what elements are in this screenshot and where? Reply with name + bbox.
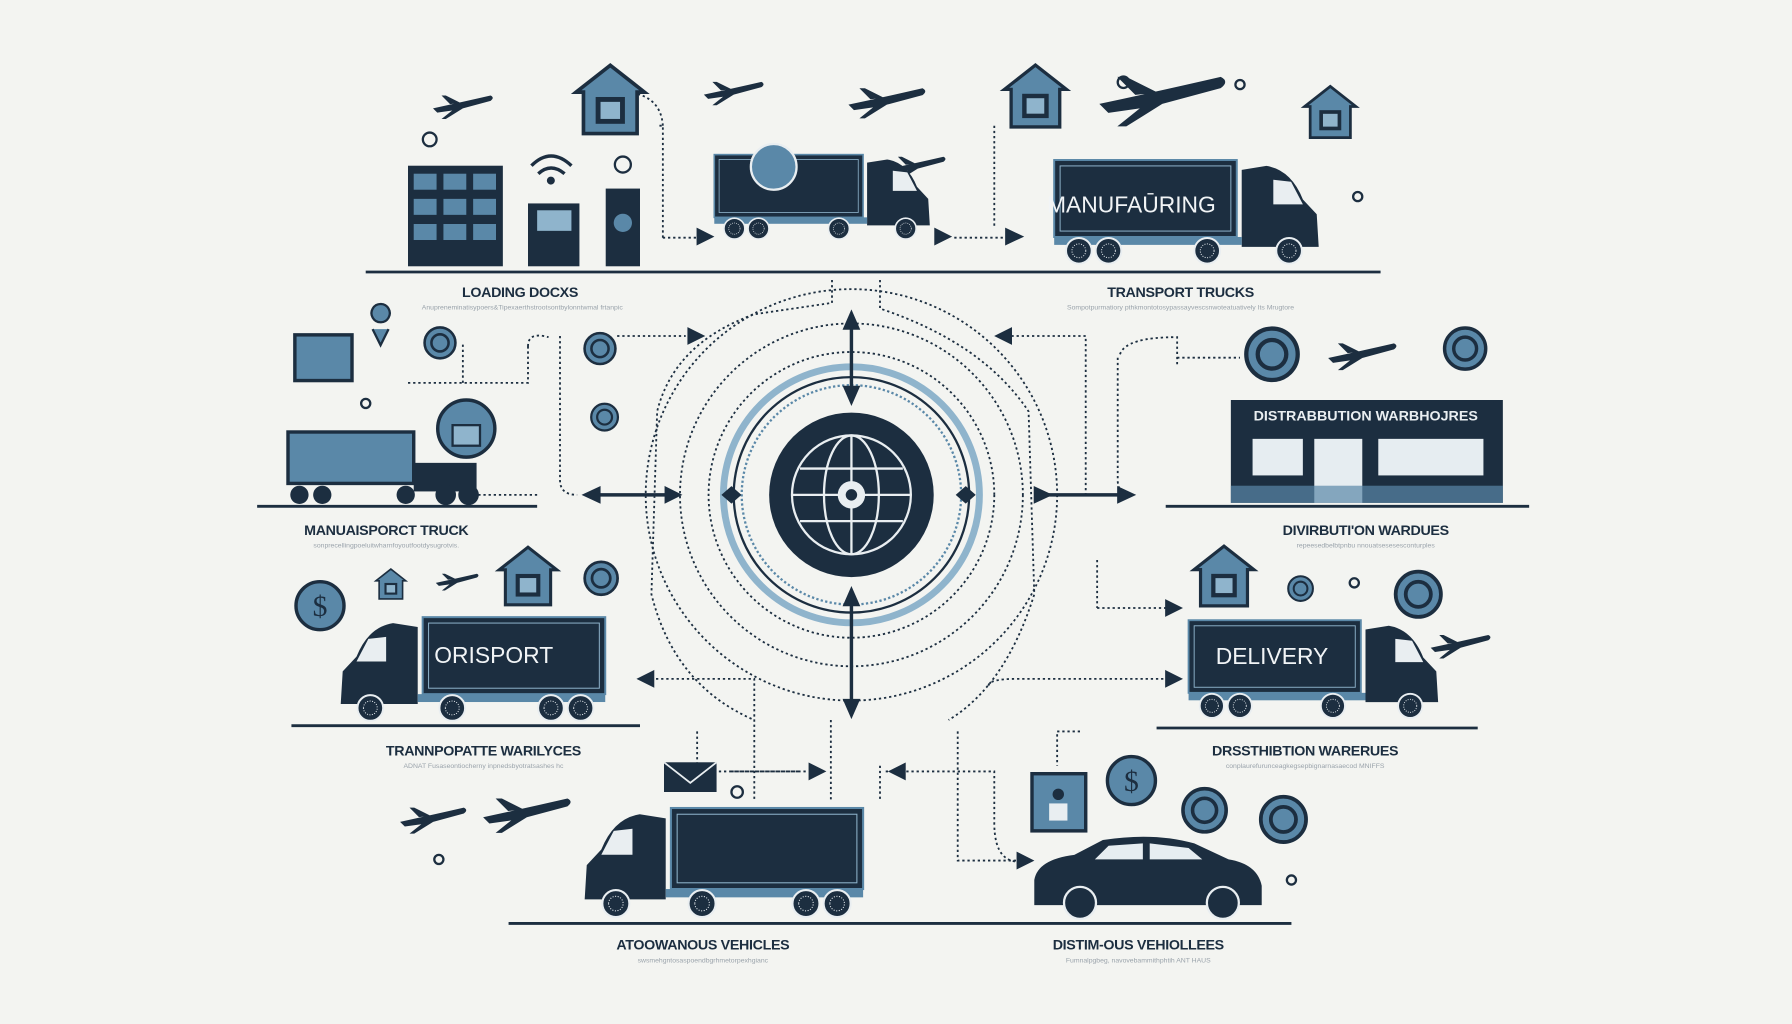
label-distinct-vehicles: DISTIM-OUS VEHIOLLEES [1053, 938, 1224, 954]
transport-truck [713, 142, 932, 241]
warehouse-icon [1002, 63, 1069, 129]
orisport-truck [339, 616, 607, 722]
badge-icon [1181, 786, 1229, 834]
warehouse-icon [497, 545, 559, 607]
label-loading-docks: LOADING DOCXS [462, 285, 578, 301]
section-labels: LOADING DOCXS Anupreneminatisypoers&Tipe… [304, 285, 1449, 964]
badge-icon [583, 560, 619, 597]
envelope-icon [663, 761, 718, 792]
dollar-icon: $ [294, 580, 346, 632]
svg-text:conplaurefurunceagkegsepbignar: conplaurefurunceagkegsepbignarnasaecod M… [1226, 763, 1385, 770]
car-icon [1034, 836, 1262, 920]
airplane-icon [703, 81, 764, 106]
dotted-connectors [405, 90, 1240, 863]
svg-text:Sompotpurmatiory pthkmontotosy: Sompotpurmatiory pthkmontotosypassayvesc… [1067, 305, 1294, 312]
loading-docks-illustration [408, 165, 640, 267]
warehouse-icon [576, 65, 644, 133]
badge-icon [583, 331, 617, 366]
delivery-truck: DELIVERY [1187, 619, 1440, 719]
label-autonomous-vehicles: ATOOWANOUS VEHICLES [616, 938, 789, 954]
package-icon [293, 333, 354, 383]
warehouse-icon [1192, 544, 1256, 608]
airplane-icon [1430, 634, 1491, 659]
ground-lines [257, 270, 1530, 925]
svg-text:sonprecellingpoeluitwharnfoyou: sonprecellingpoeluitwharnfoyoutfootdysug… [313, 542, 459, 549]
store-sign: DISTRABBUTION WARBHOJRES [1254, 409, 1478, 425]
gear-icon [1442, 326, 1488, 371]
warehouse-icon [1302, 84, 1358, 140]
badge-icon [590, 402, 620, 432]
label-transport-warehouses: TRANNPOPATTE WARILYCES [386, 743, 581, 759]
svg-text:ADNAT Fusaseontiocherny inpned: ADNAT Fusaseontiocherny inpnedsbyotratsa… [403, 763, 563, 770]
dollar-icon: $ [1105, 754, 1158, 807]
svg-text:Anupreneminatisypoers&Tipexaer: Anupreneminatisypoers&Tipexaerthstrootso… [422, 305, 624, 312]
gear-icon [1246, 329, 1297, 380]
decorative-dots [359, 75, 1364, 886]
svg-text:Fumnalpgbeg, navovebammithphti: Fumnalpgbeg, navovebammithphtih ANT HAUS [1066, 957, 1211, 964]
airplane-icon [1328, 343, 1397, 371]
airplane-icon [848, 88, 926, 119]
location-pin-icon [370, 302, 391, 348]
warehouse-icon [375, 568, 407, 600]
flow-arrows [581, 227, 1183, 870]
manufacturing-sign: MANUFAŪRING [1047, 192, 1216, 218]
airplane-icon [483, 798, 571, 833]
lock-icon [436, 398, 497, 459]
airplane-icon [432, 95, 493, 120]
gear-icon [423, 326, 457, 360]
badge-icon [1287, 575, 1314, 602]
manufacturing-truck: MANUFAŪRING [1047, 158, 1320, 265]
label-distribution-warehouses-2: DRSSTHIBTION WARERUES [1212, 743, 1398, 759]
label-manual-truck: MANUAISPORCT TRUCK [304, 523, 469, 539]
orisport-sign: ORISPORT [434, 642, 553, 668]
label-transport-trucks: TRANSPORT TRUCKS [1107, 285, 1254, 301]
label-distribution-warehouses: DIVIRBUTI'ON WARDUES [1283, 523, 1449, 539]
wifi-icon [530, 154, 573, 185]
id-card-icon [1030, 771, 1088, 833]
airplane-icon [435, 573, 479, 591]
autonomous-truck [583, 806, 865, 919]
badge-icon [1258, 794, 1309, 845]
gear-icon [837, 481, 866, 509]
svg-text:swsmehgntosaspoendbgrhmetorpex: swsmehgntosaspoendbgrhmetorpexhgianc [638, 957, 769, 964]
airplane-icon [400, 807, 467, 834]
svg-text:repeesedbelbtpnbu nnouatsesese: repeesedbelbtpnbu nnouatsesesesconturple… [1297, 542, 1436, 549]
svg-text:$: $ [1124, 766, 1139, 798]
badge-icon [1393, 569, 1443, 619]
distribution-store: DISTRABBUTION WARBHOJRES [1230, 400, 1503, 503]
delivery-sign: DELIVERY [1216, 643, 1329, 669]
svg-text:$: $ [313, 591, 328, 623]
container-truck [286, 430, 479, 506]
